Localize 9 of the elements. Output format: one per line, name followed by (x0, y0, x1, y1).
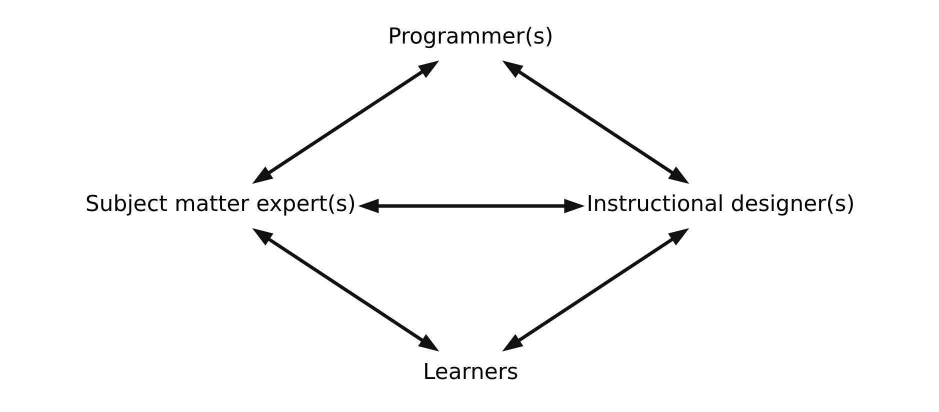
arrow (358, 198, 584, 214)
node-text: Programmer(s) (388, 24, 553, 50)
node-text: Learners (422, 360, 518, 385)
arrow (502, 60, 689, 184)
node-text: Subject matter expert(s) (84, 192, 356, 218)
arrow (502, 228, 689, 352)
arrow (252, 60, 439, 184)
node-text: Instructional designer(s) (586, 192, 854, 218)
arrow (252, 228, 439, 352)
